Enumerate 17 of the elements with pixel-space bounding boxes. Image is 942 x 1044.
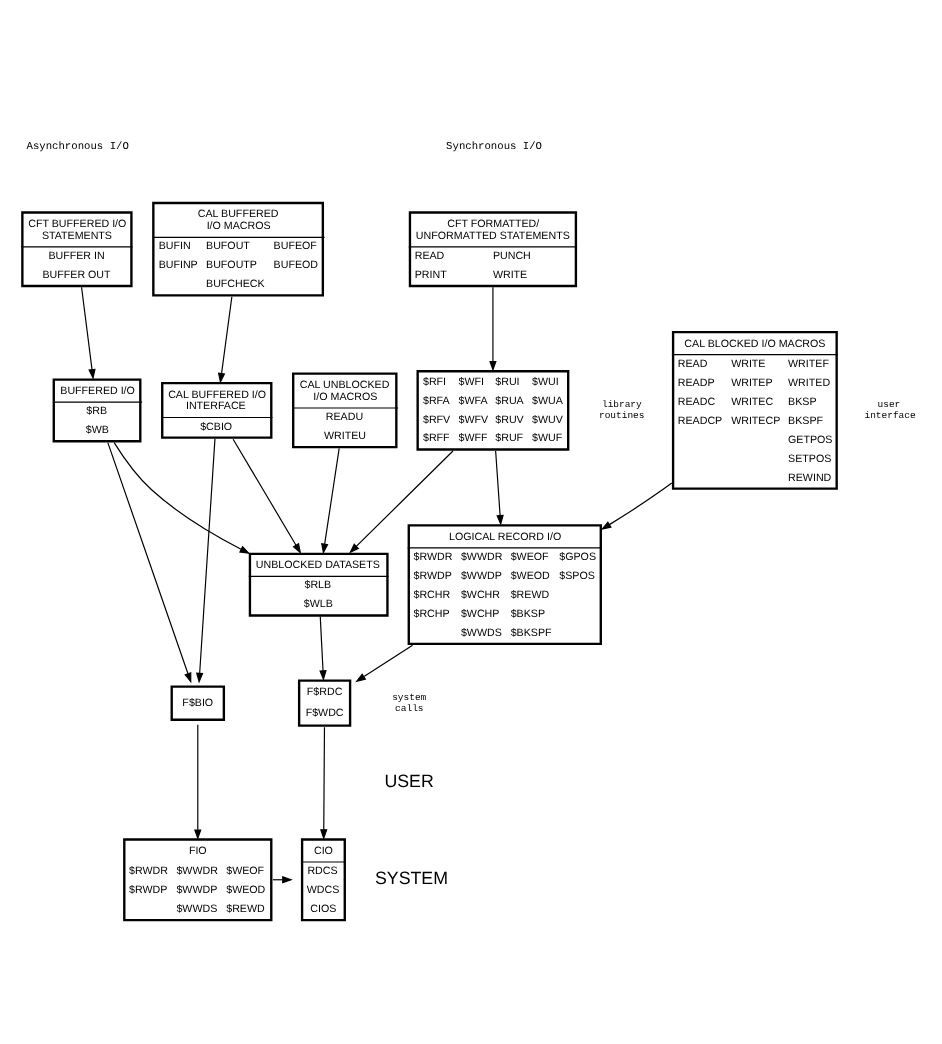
arrow: [232, 437, 302, 553]
arrow: [80, 285, 96, 379]
arrow: [217, 295, 233, 383]
arrow: [320, 725, 328, 839]
arrow: [349, 449, 454, 553]
arrow: [319, 615, 327, 680]
arrow: [355, 643, 414, 682]
label: USER: [384, 769, 434, 790]
arrow: [107, 441, 192, 683]
arrow: [195, 437, 216, 683]
arrow: [113, 441, 251, 553]
arrow: [321, 446, 340, 554]
arrow: [600, 481, 673, 529]
label: SYSTEM: [374, 866, 448, 887]
arrow: [194, 723, 202, 840]
arrow: [495, 449, 504, 525]
arrow: [489, 285, 497, 371]
